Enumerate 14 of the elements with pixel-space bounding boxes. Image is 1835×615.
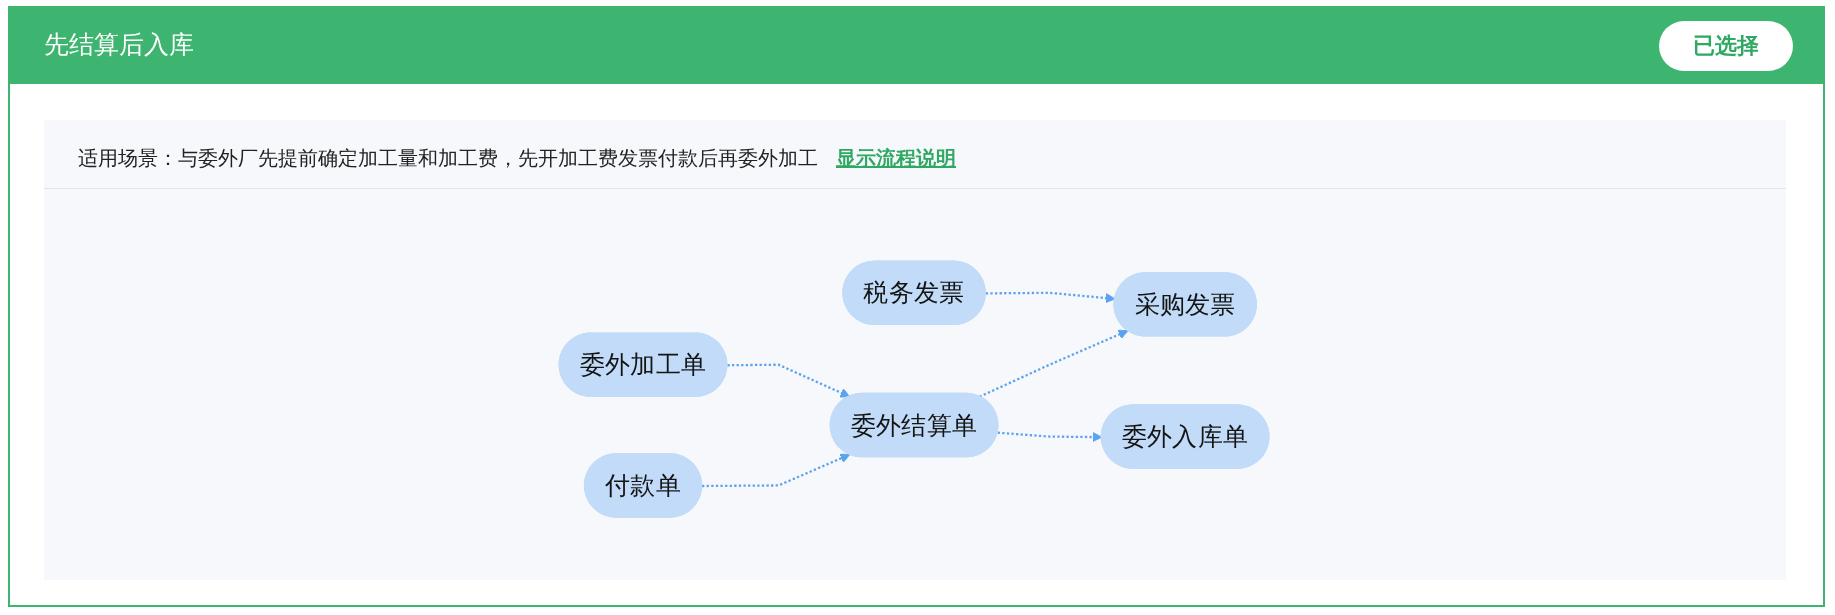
process-pill: 委外入库单 bbox=[1100, 404, 1270, 469]
process-pill: 委外结算单 bbox=[829, 392, 999, 458]
process-pill: 采购发票 bbox=[1113, 272, 1257, 337]
process-pill: 税务发票 bbox=[842, 260, 986, 325]
dashed-arrow bbox=[701, 453, 851, 488]
selected-button: 已选择 bbox=[1659, 21, 1793, 71]
dashed-arrow bbox=[979, 329, 1129, 398]
process-pill: 委外加工单 bbox=[558, 332, 728, 397]
process-pill: 付款单 bbox=[583, 453, 702, 518]
scenario-text: 适用场景：与委外厂先提前确定加工量和加工费，先开加工费发票付款后再委外加工 bbox=[78, 145, 818, 172]
title: 先结算后入库 bbox=[44, 29, 194, 61]
show-flow-link: 显示流程说明 bbox=[836, 145, 956, 172]
dashed-arrow bbox=[727, 363, 851, 398]
dashed-arrow bbox=[985, 291, 1116, 303]
